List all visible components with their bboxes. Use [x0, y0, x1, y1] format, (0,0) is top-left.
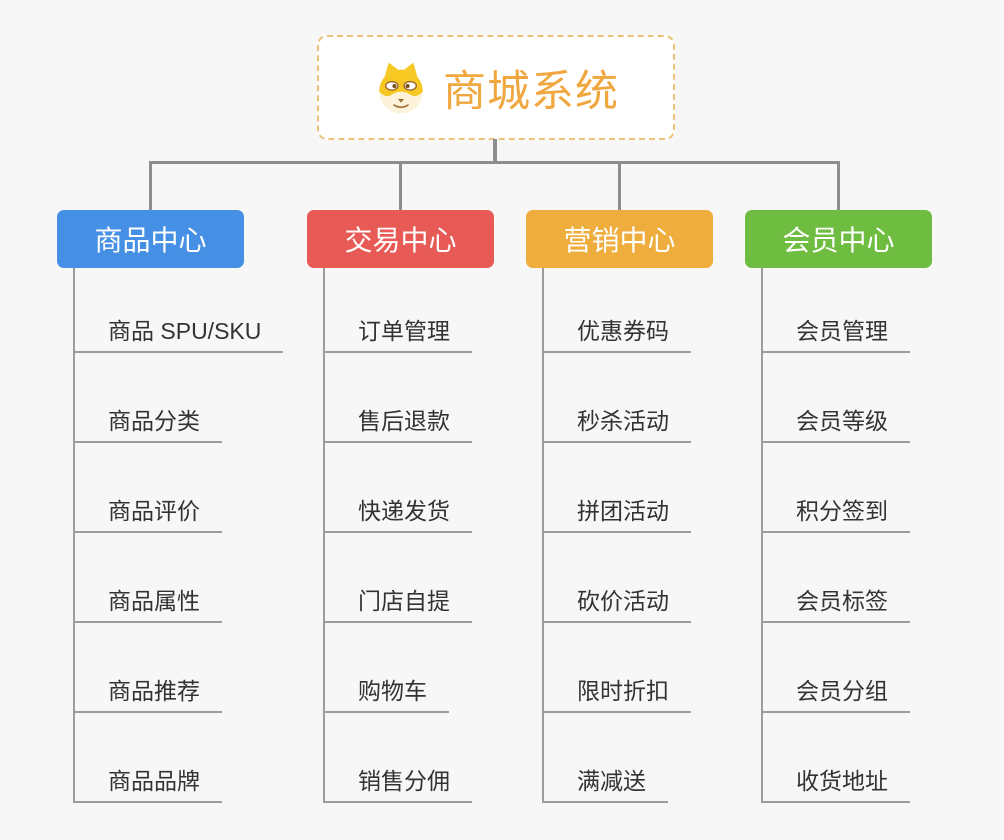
- node-item[interactable]: 商品推荐: [75, 623, 222, 713]
- node-item[interactable]: 优惠券码: [544, 268, 691, 353]
- connector-rail: [149, 161, 840, 164]
- branch-box-trade-center[interactable]: 交易中心: [307, 210, 494, 268]
- node-item[interactable]: 秒杀活动: [544, 353, 691, 443]
- node-item[interactable]: 限时折扣: [544, 623, 691, 713]
- branch-box-marketing-center[interactable]: 营销中心: [526, 210, 713, 268]
- node-item[interactable]: 拼团活动: [544, 443, 691, 533]
- node-item[interactable]: 商品评价: [75, 443, 222, 533]
- connector-root-vertical: [493, 139, 497, 163]
- item-list-trade-center: 订单管理 售后退款 快递发货 门店自提 购物车 销售分佣: [323, 268, 472, 803]
- connector-drop-3: [618, 161, 621, 211]
- node-item[interactable]: 满减送: [544, 713, 668, 803]
- node-item[interactable]: 会员标签: [763, 533, 910, 623]
- node-item[interactable]: 会员分组: [763, 623, 910, 713]
- node-item[interactable]: 会员管理: [763, 268, 910, 353]
- branch-label: 会员中心: [782, 225, 895, 256]
- node-item[interactable]: 售后退款: [325, 353, 472, 443]
- item-list-marketing-center: 优惠券码 秒杀活动 拼团活动 砍价活动 限时折扣 满减送: [542, 268, 691, 803]
- branch-label: 交易中心: [344, 225, 457, 256]
- node-item[interactable]: 快递发货: [325, 443, 472, 533]
- branch-box-product-center[interactable]: 商品中心: [57, 210, 244, 268]
- connector-drop-2: [399, 161, 402, 211]
- branch-label: 商品中心: [94, 225, 207, 256]
- node-item[interactable]: 商品 SPU/SKU: [75, 268, 284, 353]
- node-item[interactable]: 积分签到: [763, 443, 910, 533]
- connector-drop-4: [837, 161, 840, 211]
- item-list-member-center: 会员管理 会员等级 积分签到 会员标签 会员分组 收货地址: [761, 268, 910, 803]
- node-item[interactable]: 收货地址: [763, 713, 910, 803]
- node-item[interactable]: 购物车: [325, 623, 449, 713]
- node-item[interactable]: 门店自提: [325, 533, 472, 623]
- branch-label: 营销中心: [563, 225, 676, 256]
- dog-face-icon: [379, 62, 423, 113]
- root-node[interactable]: 商城系统: [317, 35, 675, 140]
- node-item[interactable]: 砍价活动: [544, 533, 691, 623]
- node-item[interactable]: 订单管理: [325, 268, 472, 353]
- branch-box-member-center[interactable]: 会员中心: [745, 210, 932, 268]
- node-item[interactable]: 商品品牌: [75, 713, 222, 803]
- node-item[interactable]: 商品属性: [75, 533, 222, 623]
- node-item[interactable]: 销售分佣: [325, 713, 472, 803]
- root-title: 商城系统: [443, 67, 619, 116]
- connector-drop-1: [149, 161, 152, 211]
- item-list-product-center: 商品 SPU/SKU 商品分类 商品评价 商品属性 商品推荐 商品品牌: [73, 268, 284, 803]
- node-item[interactable]: 会员等级: [763, 353, 910, 443]
- node-item[interactable]: 商品分类: [75, 353, 222, 443]
